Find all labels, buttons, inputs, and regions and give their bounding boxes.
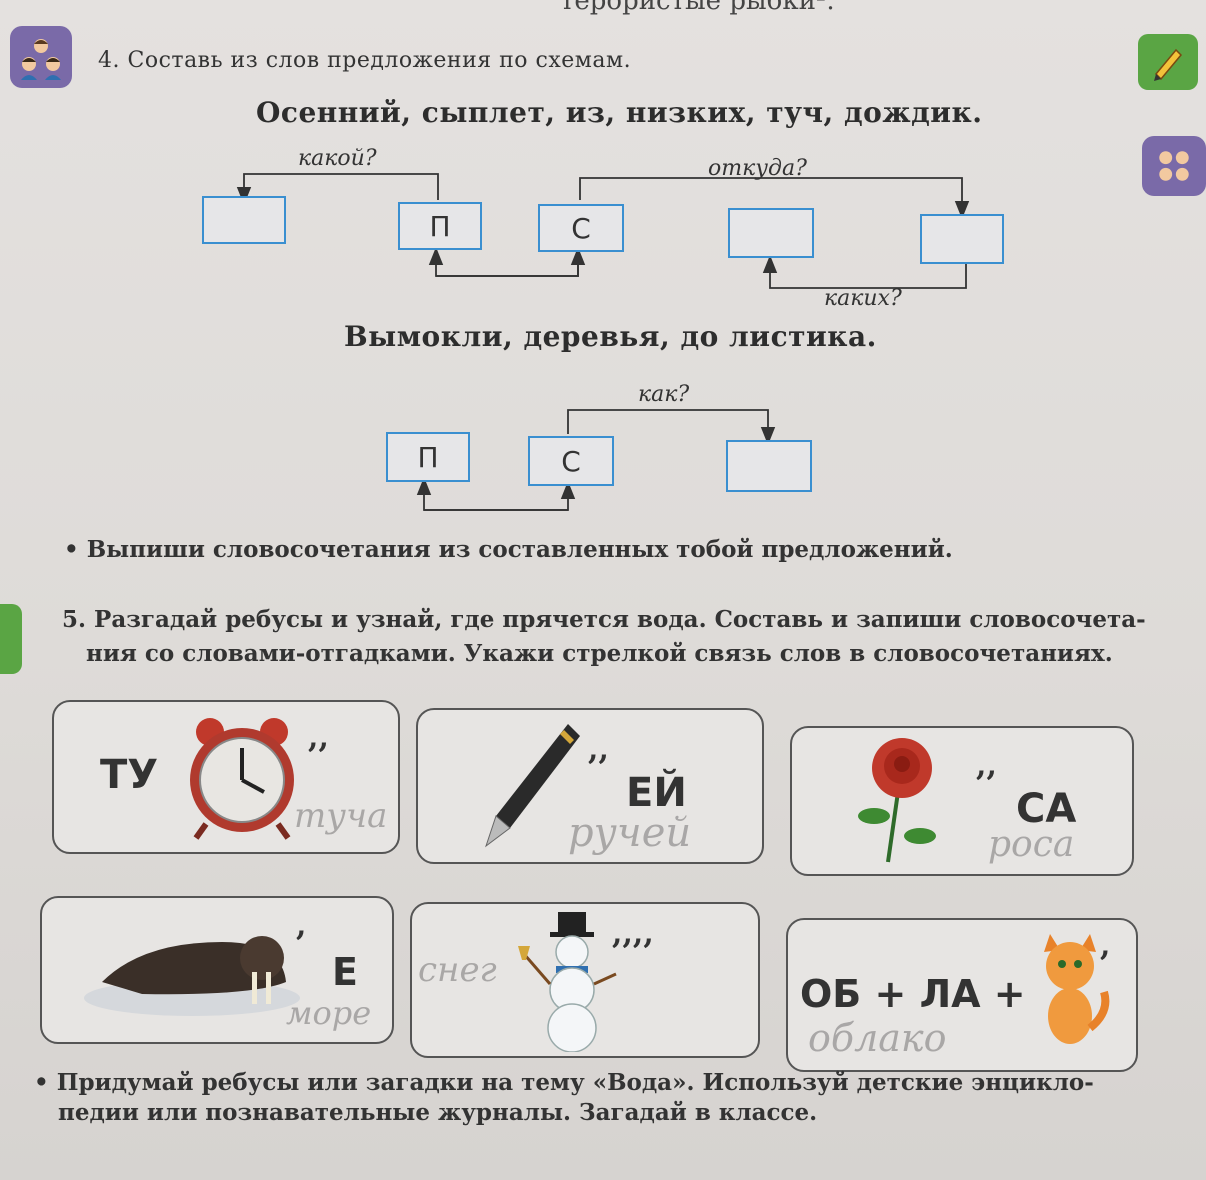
rebus-commas: ,, [308, 720, 329, 755]
scheme1-box-5[interactable] [920, 214, 1004, 264]
alarm-clock-icon [190, 718, 294, 840]
scheme1-box-subject[interactable]: С [538, 204, 624, 252]
task4-number: 4. [98, 48, 120, 73]
bullet-dot: • [64, 536, 87, 563]
rebus-commas: , [1100, 928, 1111, 963]
scheme1-box-predicate[interactable]: П [398, 202, 482, 250]
handwritten-answer: роса [988, 824, 1075, 865]
rebus-text: ТУ [100, 752, 159, 798]
question-otkuda: откуда? [708, 156, 807, 181]
handwritten-answer: облако [808, 1016, 947, 1060]
rebus-card-tucha[interactable]: ТУ ,, туча [52, 700, 400, 854]
scheme1-box-1[interactable] [202, 196, 286, 244]
sentence-1: Осенний, сыплет, из, низких, туч, дождик… [256, 96, 983, 129]
handwritten-answer: море [286, 994, 372, 1032]
task5-instruction: 5. Разгадай ребусы и узнай, где прячется… [62, 606, 1182, 668]
rebus-card-sneg[interactable]: снег ,,,, [410, 902, 760, 1058]
task4-instruction: Составь из слов предложения по схемам. [127, 48, 632, 73]
rebus-commas: , [296, 908, 307, 943]
scheme2-box-subject[interactable]: С [528, 436, 614, 486]
bullet-dot: • [34, 1069, 57, 1096]
snowman-icon [518, 912, 617, 1052]
question-kakih: каких? [824, 286, 902, 311]
rebus-commas: ,, [976, 748, 997, 783]
scheme2-box-3[interactable] [726, 440, 812, 492]
pencil-icon [1138, 34, 1198, 90]
task5-bullet: • Придумай ребусы или загадки на тему «В… [34, 1068, 1194, 1128]
question-kakoi: какой? [298, 146, 377, 171]
previous-text-fragment: терористые рыбки². [560, 0, 835, 16]
rebus-card-oblako[interactable]: ОБ + ЛА + , облако [786, 918, 1138, 1072]
task5-line2: ния со словами-отгадками. Укажи стрелкой… [86, 640, 1113, 667]
rebus-commas: ,, [588, 732, 609, 767]
question-kak: как? [638, 382, 690, 407]
handwritten-answer: ручей [568, 810, 692, 856]
rose-icon [858, 738, 936, 863]
task5-bullet-line1: Придумай ребусы или загадки на тему «Вод… [56, 1069, 1094, 1096]
rebus-text: СА [1016, 786, 1077, 832]
rebus-card-ruchei[interactable]: ,, ЕЙ ручей [416, 708, 764, 864]
scheme2-box-predicate[interactable]: П [386, 432, 470, 482]
scheme-arrows [236, 173, 970, 511]
task4-bullet: • Выпиши словосочетания из составленных … [64, 536, 953, 563]
rebus-commas: ,,,, [612, 916, 654, 951]
task4-title: 4. Составь из слов предложения по схемам… [98, 48, 631, 73]
kitten-icon [1044, 934, 1110, 1044]
rebus-card-rosa[interactable]: ,, СА роса [790, 726, 1134, 876]
pair-work-icon [10, 26, 72, 88]
handwritten-answer: снег [418, 950, 497, 990]
rebus-text: ОБ + ЛА + [800, 972, 1026, 1016]
task5-number: 5. [62, 606, 87, 633]
rebus-text: ЕЙ [626, 770, 687, 816]
pen-icon [485, 724, 580, 848]
rebus-card-more[interactable]: , Е море [40, 896, 394, 1044]
task5-marker-icon [0, 604, 22, 674]
task5-bullet-line2: педии или познавательные журналы. Загада… [58, 1099, 818, 1126]
handwritten-answer: туча [294, 796, 388, 836]
walrus-icon [84, 936, 300, 1016]
group-work-icon [1142, 136, 1206, 196]
rebus-text: Е [332, 950, 358, 994]
scheme1-box-4[interactable] [728, 208, 814, 258]
task4-bullet-text: Выпиши словосочетания из составленных то… [86, 536, 953, 563]
task5-line1: Разгадай ребусы и узнай, где прячется во… [94, 606, 1146, 633]
sentence-2: Вымокли, деревья, до листика. [344, 320, 877, 353]
